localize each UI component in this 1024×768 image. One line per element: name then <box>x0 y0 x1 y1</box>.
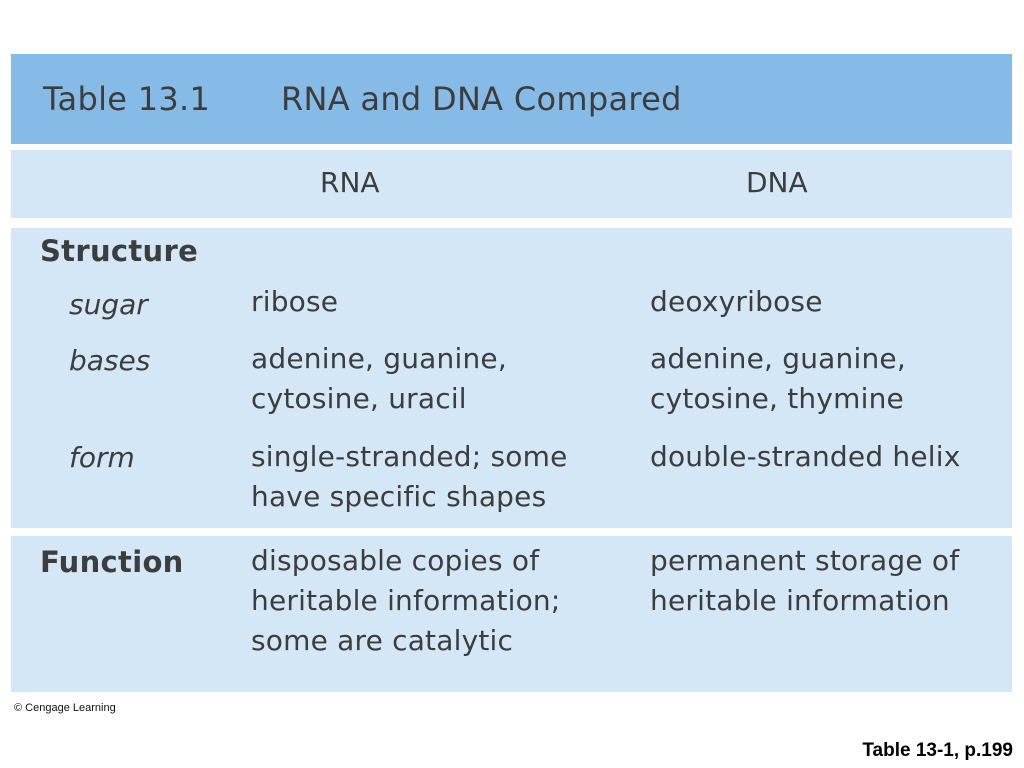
table-number: Table 13.1 <box>43 80 211 118</box>
row-label-form: form <box>69 441 135 474</box>
structure-section-label: Structure <box>40 234 199 268</box>
cell-form-rna: single-stranded; some have specific shap… <box>251 440 568 513</box>
cell-sugar-rna: ribose <box>251 285 339 318</box>
page-reference: Table 13-1, p.199 <box>862 740 1013 761</box>
cell-sugar-dna: deoxyribose <box>650 285 823 318</box>
cell-form-dna: double-stranded helix <box>650 440 961 473</box>
structure-section <box>11 228 1012 528</box>
comparison-table: Table 13.1 RNA and DNA Compared RNA DNA … <box>11 54 1012 692</box>
column-header-row <box>11 150 1012 218</box>
cell-bases-dna: adenine, guanine, cytosine, thymine <box>650 342 906 415</box>
column-header-rna: RNA <box>320 166 380 199</box>
row-label-sugar: sugar <box>69 288 148 321</box>
copyright-credit: © Cengage Learning <box>14 702 116 714</box>
function-section <box>11 536 1012 692</box>
row-label-bases: bases <box>69 344 151 377</box>
cell-bases-rna: adenine, guanine, cytosine, uracil <box>251 342 507 415</box>
table-title: RNA and DNA Compared <box>281 80 682 118</box>
table-title-bar: Table 13.1 RNA and DNA Compared <box>11 54 1012 144</box>
column-header-dna: DNA <box>746 166 808 199</box>
cell-function-dna: permanent storage of heritable informati… <box>650 544 960 617</box>
function-section-label: Function <box>40 545 184 579</box>
cell-function-rna: disposable copies of heritable informati… <box>251 544 561 657</box>
